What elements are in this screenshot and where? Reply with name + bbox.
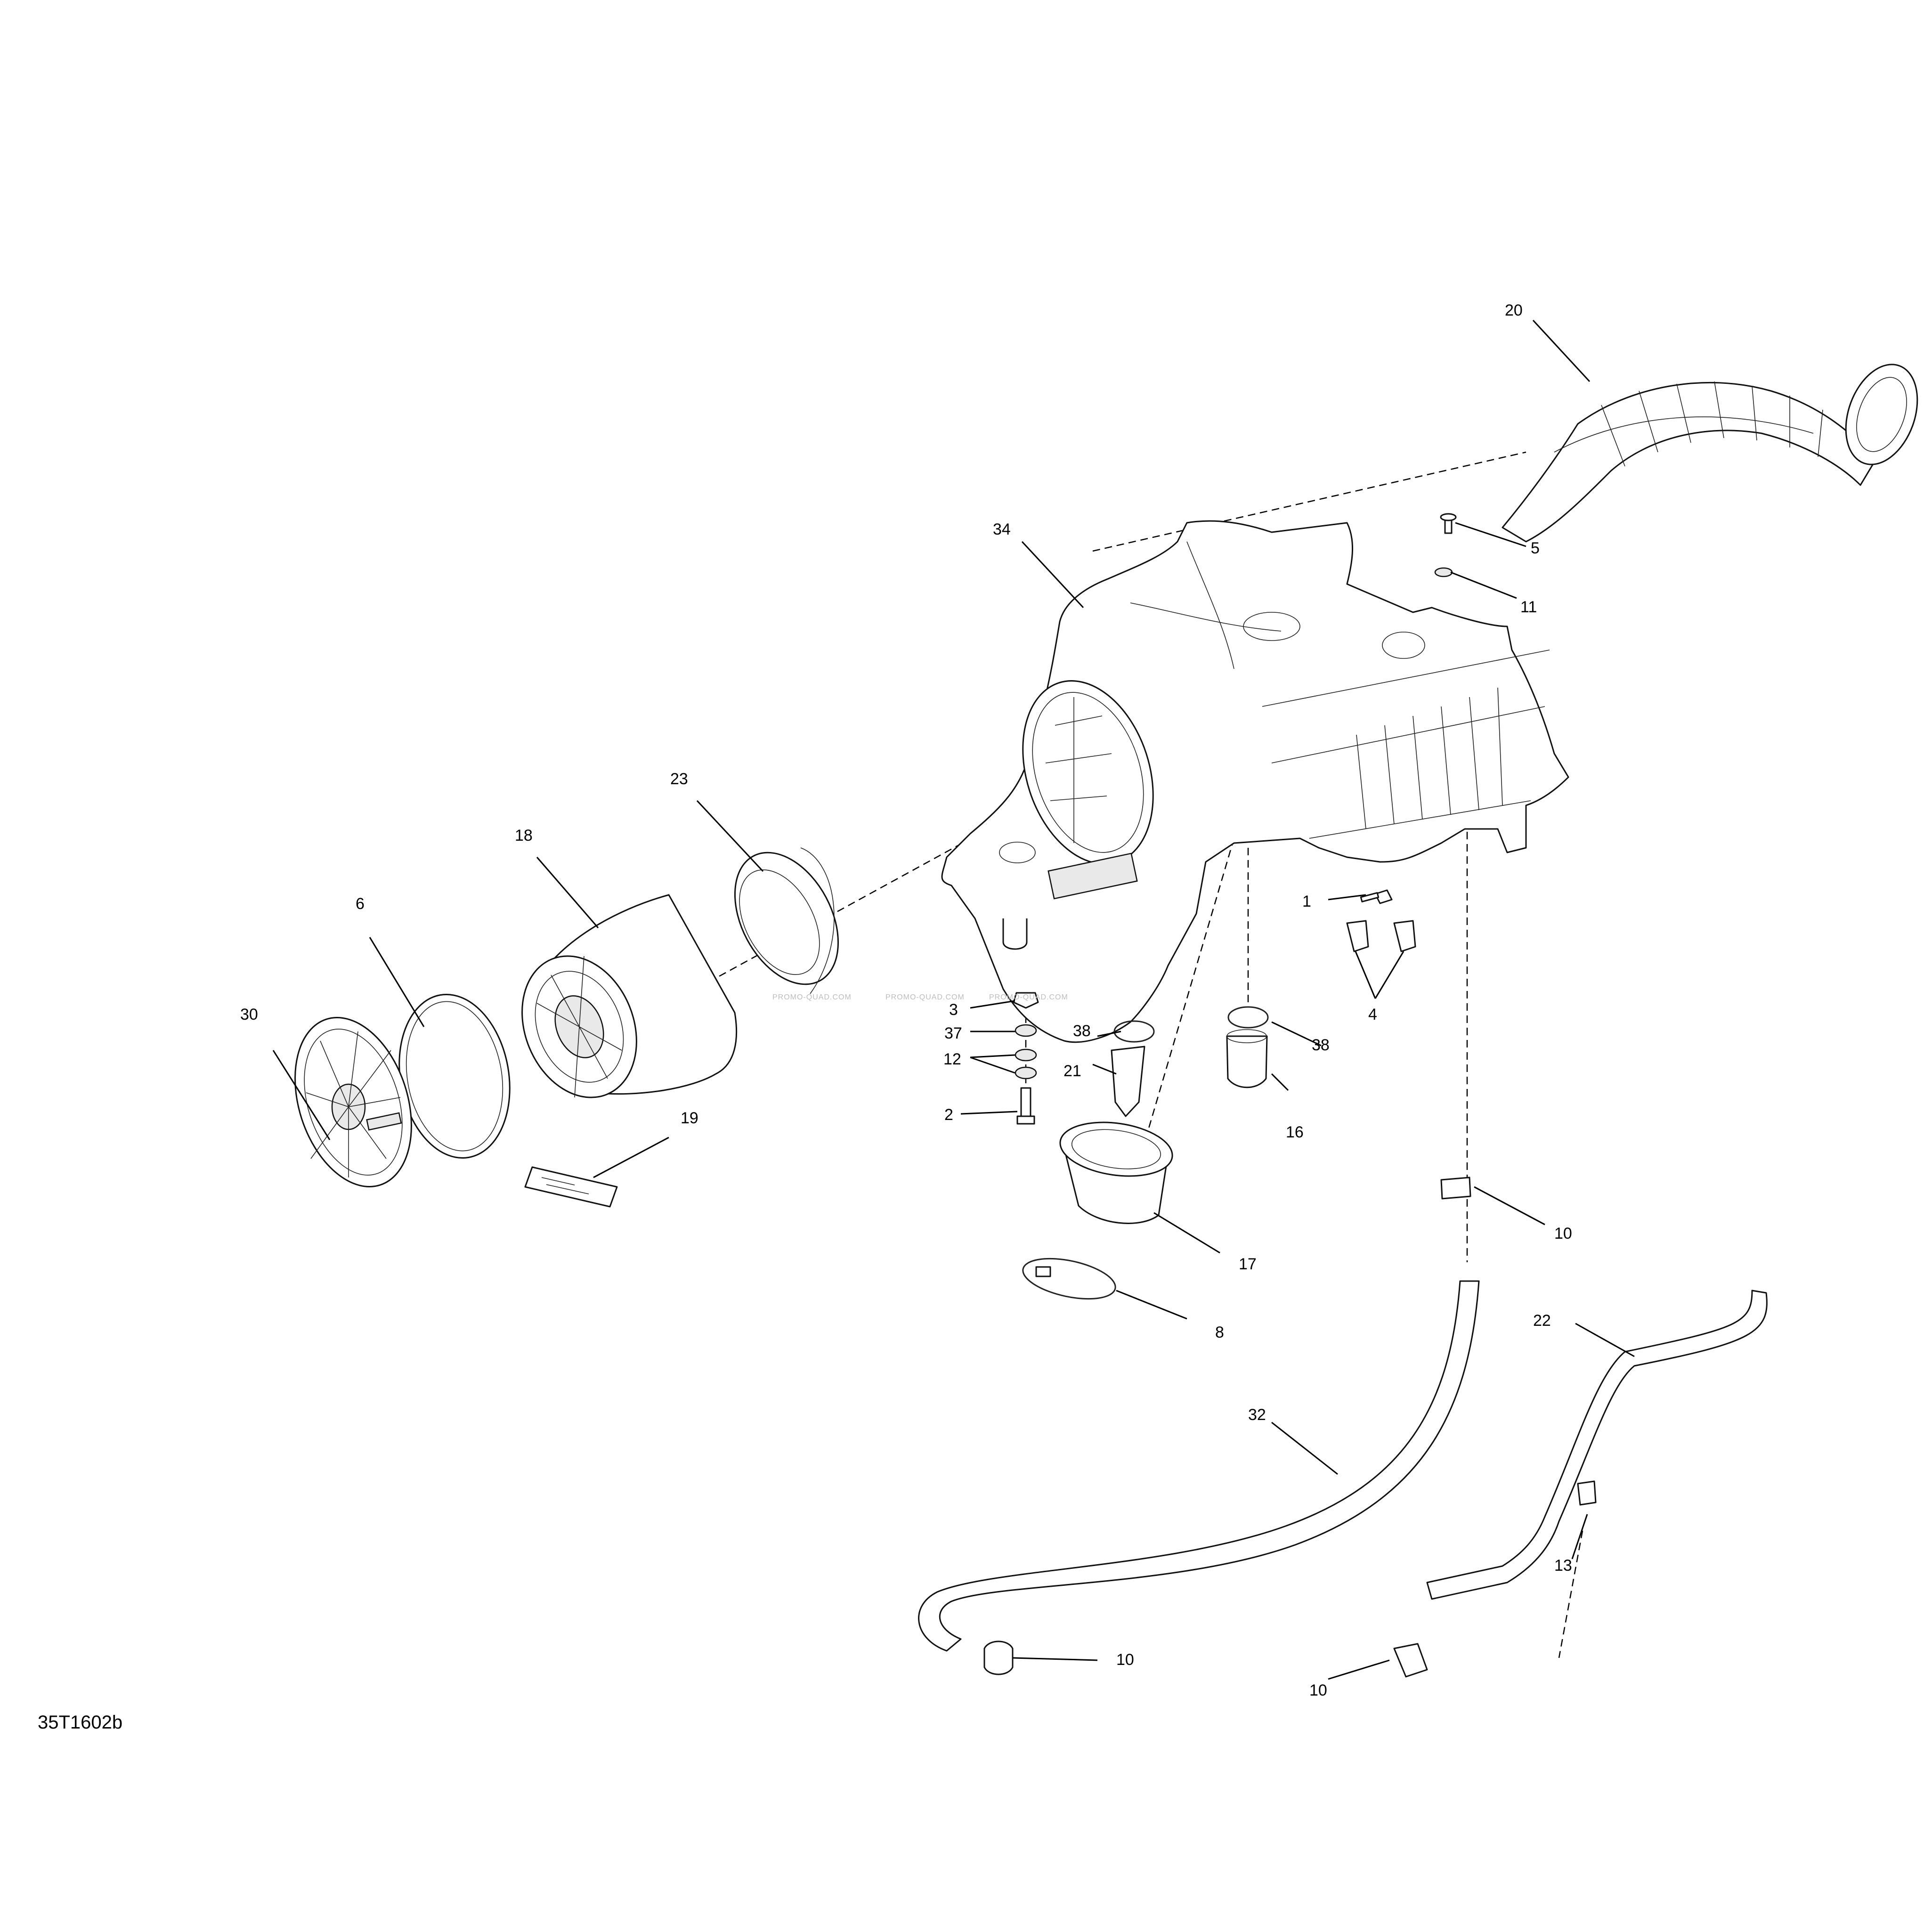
grommet-21-part	[1111, 1046, 1145, 1117]
clip-4b-part	[1393, 920, 1416, 952]
clamp-38a-part	[1113, 1020, 1155, 1043]
hose-32-part	[918, 1280, 1480, 1652]
clamp-10c-part	[1393, 1643, 1428, 1678]
callout-2: 2	[944, 1106, 953, 1124]
grommet-16-part	[1226, 1035, 1268, 1088]
callout-11: 11	[1520, 598, 1537, 616]
filter-cover-part	[294, 1017, 412, 1187]
clamp-10a-part	[1440, 1177, 1471, 1200]
callout-8: 8	[1215, 1323, 1224, 1341]
air-box-housing-part	[941, 520, 1569, 1043]
clamps-grommets	[983, 1006, 1597, 1678]
callout-5: 5	[1531, 539, 1540, 557]
watermark-2: PROMO-QUAD.COM	[885, 993, 965, 1001]
washer-12b-part	[1015, 1066, 1037, 1080]
callout-32: 32	[1248, 1406, 1266, 1424]
screw-1-part	[1374, 889, 1393, 904]
callout-38a: 38	[1073, 1022, 1091, 1040]
hoses	[918, 1280, 1768, 1652]
reference-code: 35T1602b	[38, 1712, 122, 1733]
callout-10b: 10	[1116, 1651, 1134, 1669]
clamp-10b-part	[983, 1640, 1014, 1675]
callout-34: 34	[993, 520, 1011, 538]
connector-13-part	[1577, 1480, 1597, 1506]
callout-13: 13	[1554, 1557, 1572, 1575]
washer-37-part	[1015, 1024, 1037, 1037]
callout-labels: 20 5 11 34 23 18 6 30 1 4 3 37 38 21 12 …	[240, 301, 1572, 1699]
clamp-38b-part	[1227, 1006, 1269, 1029]
callout-17: 17	[1239, 1255, 1257, 1273]
callout-37: 37	[944, 1024, 962, 1042]
seal-ring-part	[734, 847, 839, 994]
label-part	[524, 1166, 618, 1208]
callout-3: 3	[949, 1001, 958, 1019]
callout-20: 20	[1505, 301, 1523, 319]
washer-12a-part	[1015, 1048, 1037, 1062]
clamp-8-part	[1022, 1258, 1116, 1300]
callout-30: 30	[240, 1006, 258, 1023]
callout-22: 22	[1533, 1312, 1551, 1330]
o-ring-part	[398, 994, 511, 1159]
clip-4a-part	[1346, 920, 1369, 952]
callout-23: 23	[670, 770, 688, 788]
callout-38b: 38	[1312, 1036, 1330, 1054]
intake-duct-part	[1502, 364, 1918, 543]
callout-12: 12	[943, 1050, 961, 1068]
callout-10c: 10	[1309, 1681, 1327, 1699]
leader-lines	[272, 319, 1635, 1680]
callout-10a: 10	[1554, 1225, 1572, 1242]
callout-1: 1	[1302, 893, 1311, 910]
callout-18: 18	[515, 827, 533, 844]
fasteners-left	[1013, 513, 1457, 1125]
watermark-1: PROMO-QUAD.COM	[772, 993, 852, 1001]
callout-16: 16	[1286, 1123, 1304, 1141]
callout-6: 6	[356, 895, 365, 913]
callout-4: 4	[1368, 1006, 1377, 1023]
callout-21: 21	[1063, 1062, 1081, 1080]
hose-22-part	[1426, 1290, 1768, 1600]
air-filter-part	[521, 894, 738, 1098]
washer-11-part	[1434, 567, 1453, 577]
callout-19: 19	[681, 1109, 698, 1127]
watermark-3: PROMO-QUAD.COM	[989, 993, 1068, 1001]
